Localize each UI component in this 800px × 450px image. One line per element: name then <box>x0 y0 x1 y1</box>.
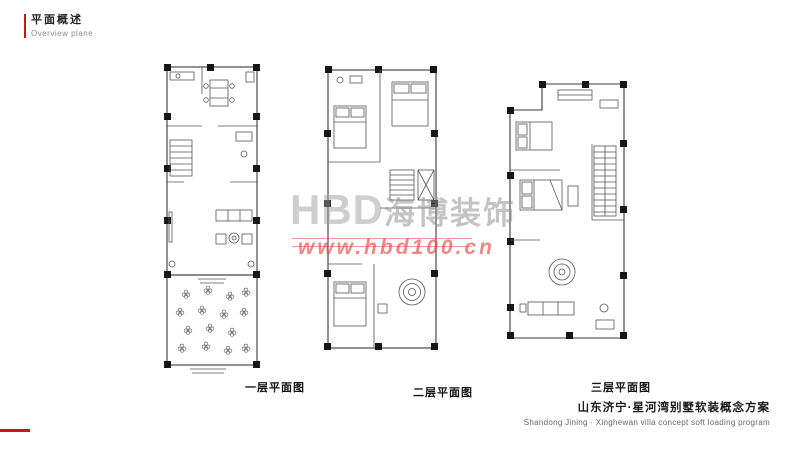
red-accent-tick <box>24 14 26 38</box>
floor-plan-1-drawing <box>164 64 260 374</box>
plan3-label: 三层平面图 <box>591 382 651 394</box>
plan1-label: 一层平面图 <box>245 382 305 394</box>
plan1-columns <box>164 64 260 368</box>
floor-plan-2-drawing <box>324 66 438 350</box>
project-title-en: Shandong Jining · Xinghewan villa concep… <box>523 418 770 427</box>
page-header: 平面概述 Overview plane <box>24 14 93 38</box>
floor-plan-3-drawing <box>507 81 627 339</box>
project-title-cn: 山东济宁·星河湾别墅软装概念方案 <box>577 402 770 414</box>
project-footer: 山东济宁·星河湾别墅软装概念方案 Shandong Jining · Xingh… <box>524 399 770 427</box>
plan2-label: 二层平面图 <box>413 387 473 399</box>
page-subtitle: Overview plane <box>31 29 94 38</box>
plan1-garden-plants <box>175 285 251 355</box>
plan2-interior <box>328 70 436 348</box>
plan3-interior <box>510 89 624 330</box>
plan1-walls <box>166 66 258 366</box>
plan3-columns <box>507 81 627 339</box>
page-title: 平面概述 <box>31 14 83 26</box>
bottom-red-accent-line <box>0 429 30 432</box>
header-titles: 平面概述 Overview plane <box>31 14 93 38</box>
plan1-interior <box>167 67 257 284</box>
plan1-exterior-steps <box>190 368 226 374</box>
plan2-columns <box>324 66 438 350</box>
plan2-walls <box>327 69 437 349</box>
